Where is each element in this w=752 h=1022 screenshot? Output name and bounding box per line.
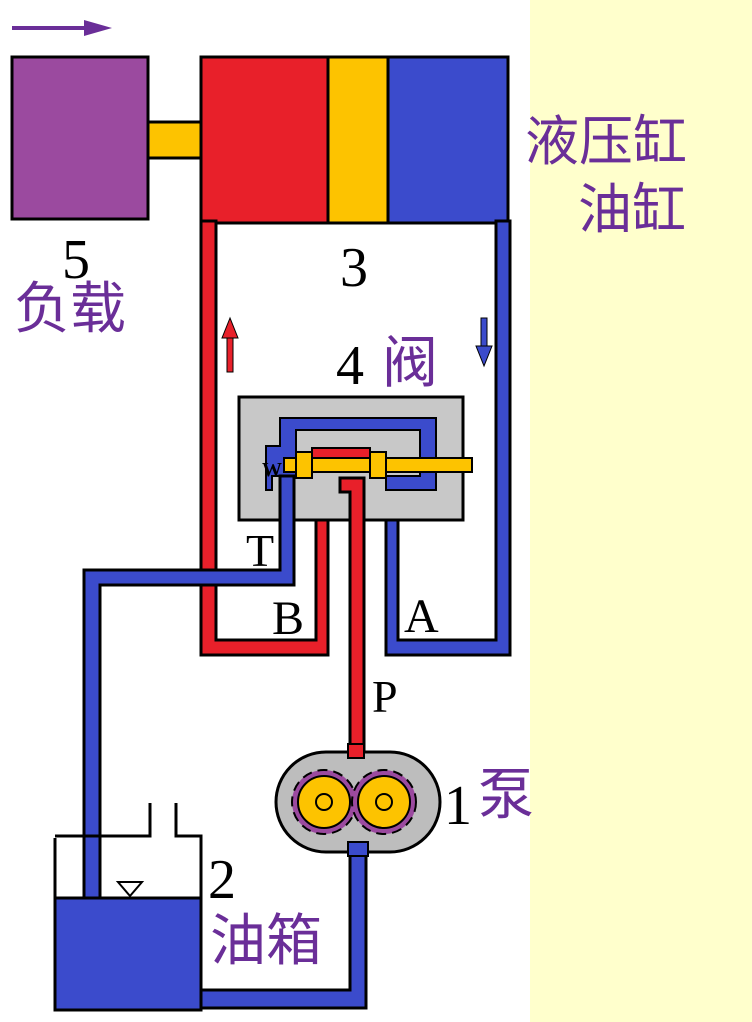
cylinder-right-chamber bbox=[386, 55, 510, 225]
label-port-p: P bbox=[372, 671, 398, 722]
label-pump-number: 1 bbox=[444, 775, 472, 837]
label-load-cn: 负载 bbox=[14, 277, 126, 342]
label-port-b: B bbox=[272, 592, 304, 645]
label-tank-number: 2 bbox=[208, 849, 236, 911]
triangle-down-icon bbox=[115, 881, 145, 898]
label-load-number: 5 bbox=[62, 229, 90, 291]
side-panel bbox=[530, 0, 752, 1022]
label-port-a: A bbox=[404, 590, 439, 643]
load-block bbox=[10, 55, 150, 221]
label-pump-cn: 泵 bbox=[478, 763, 534, 828]
label-port-t: T bbox=[246, 525, 274, 576]
label-spring: W bbox=[262, 459, 282, 481]
tank-oil bbox=[53, 896, 203, 1012]
label-cylinder-cn: 液压缸 bbox=[525, 110, 687, 173]
label-cylinder-number: 3 bbox=[340, 237, 368, 299]
gear-left bbox=[291, 769, 357, 835]
gear-right bbox=[351, 769, 417, 835]
pump bbox=[274, 743, 442, 857]
label-valve-cn: 阀 bbox=[382, 331, 438, 396]
piston bbox=[326, 55, 390, 225]
label-valve-number: 4 bbox=[336, 335, 364, 397]
label-tank-cn: 油箱 bbox=[210, 909, 322, 974]
cylinder-left-chamber bbox=[199, 55, 330, 225]
arrow-right-icon bbox=[12, 20, 112, 36]
arrow-down-icon bbox=[475, 317, 493, 368]
spool-pressure-gap bbox=[311, 447, 371, 459]
spool-land-right bbox=[369, 451, 387, 479]
label-cylinder-cn-alt: 油缸 bbox=[578, 178, 686, 241]
arrow-up-icon bbox=[221, 316, 239, 373]
valve-passage bbox=[265, 417, 437, 491]
spool-land-left bbox=[295, 451, 313, 479]
tank-lid bbox=[55, 803, 203, 898]
